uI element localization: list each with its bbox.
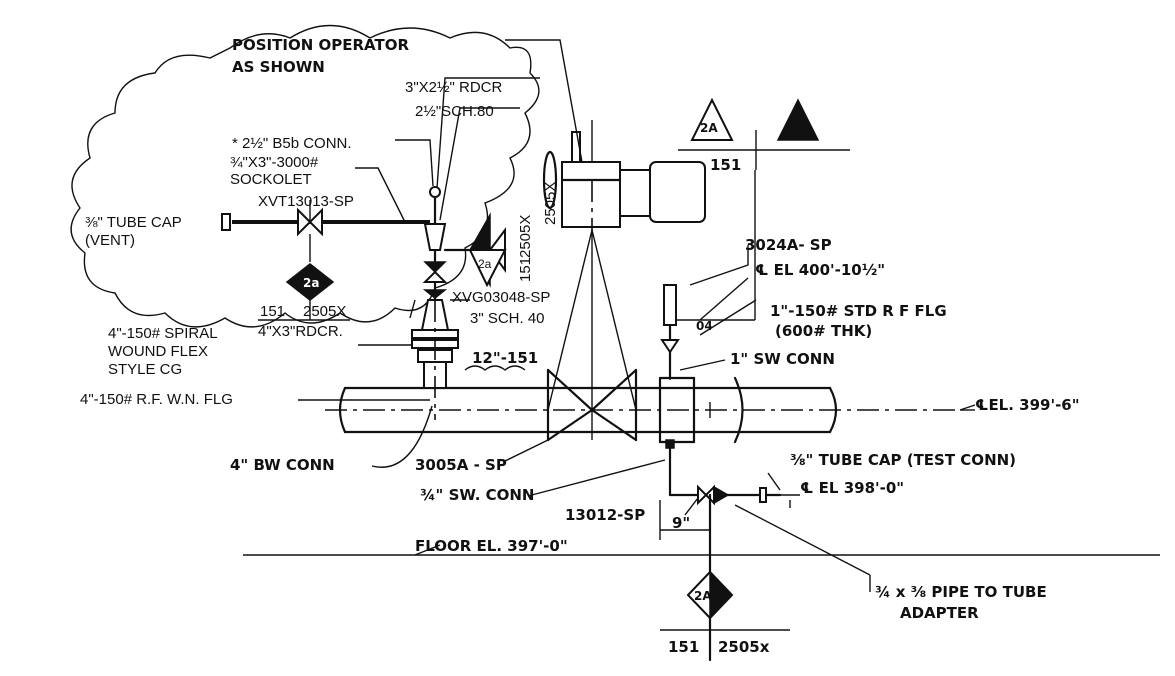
label-1-sw-conn: 1" SW CONN (730, 350, 835, 368)
label-ref-151-top: 151 (710, 156, 741, 174)
label-bw-conn: 4" BW CONN (230, 456, 335, 474)
label-sw-conn: ¾" SW. CONN (420, 486, 534, 504)
vent-line (221, 200, 430, 262)
label-rfwn-flg: 4"-150# R.F. W.N. FLG (80, 391, 233, 408)
label-xvt: XVT13013-SP (258, 193, 354, 210)
label-xvg: XVG03048-SP (452, 289, 550, 306)
label-tube-cap-vent-2: (VENT) (85, 232, 135, 249)
label-sch80: 2½"SCH.80 (415, 103, 494, 120)
label-ref-2505x: 2505X (303, 303, 346, 320)
flag-2A-top: 2A (669, 97, 850, 380)
label-ref-151-bottom: 151 (668, 638, 699, 656)
flag-2A-bottom: 2A (660, 570, 790, 631)
valve-operator (542, 120, 706, 230)
dim-12-151 (464, 365, 526, 371)
label-rdcr-4x3: 4"X3"RDCR. (258, 323, 343, 340)
flag-2a-text: 2a (303, 276, 319, 290)
leaders (298, 39, 976, 592)
label-spiral-2: WOUND FLEX (108, 343, 208, 360)
label-vert-2505x-b: 2505X (517, 215, 534, 258)
label-adapter-1: ¾ x ⅜ PIPE TO TUBE (875, 583, 1047, 601)
label-sch40: 3" SCH. 40 (470, 310, 545, 327)
valve-13012 (668, 484, 800, 506)
label-rf-flg-1: 1"-150# STD R F FLG (770, 302, 947, 320)
label-3005a: 3005A - SP (415, 456, 507, 474)
label-13012: 13012-SP (565, 506, 645, 524)
main-pipe (325, 386, 975, 434)
label-dim-12-151: 12"-151 (472, 349, 538, 367)
label-adapter-2: ADAPTER (900, 604, 979, 622)
label-sockolet-1: ¾"X3"-3000# (230, 154, 319, 171)
label-el-399: ℄EL. 399'-6" (975, 396, 1080, 414)
label-b5b-conn: * 2½" B5b CONN. (232, 135, 352, 152)
label-04: 04 (696, 319, 713, 333)
label-ref-2505x-bottom: 2505x (718, 638, 770, 656)
label-vert-151: 151 (517, 257, 534, 282)
labels: POSITION OPERATOR AS SHOWN 3"X2½" RDCR 2… (80, 36, 1080, 656)
label-spiral-3: STYLE CG (108, 361, 182, 378)
flag-2a-left: 2a (258, 263, 350, 321)
label-sockolet-2: SOCKOLET (230, 171, 312, 188)
label-rf-flg-2: (600# THK) (775, 322, 872, 340)
label-vert-2505x: 2505X (542, 182, 559, 225)
label-position-operator-2: AS SHOWN (232, 58, 325, 76)
label-tube-cap-vent-1: ⅜" TUBE CAP (85, 214, 182, 231)
label-tube-cap-test: ⅜" TUBE CAP (TEST CONN) (790, 451, 1016, 469)
label-dim-9: 9" (672, 514, 690, 532)
label-el-398: ℄ EL 398'-0" (800, 479, 904, 497)
flag-2A-top-text: 2A (700, 121, 718, 135)
label-floor-el: FLOOR EL. 397'-0" (415, 537, 568, 555)
label-rdcr-3x2-5: 3"X2½" RDCR (405, 79, 503, 96)
riser-3024a (660, 284, 680, 497)
label-spiral-1: 4"-150# SPIRAL (108, 325, 218, 342)
flanged-spool (658, 376, 744, 444)
flag-2a-mid: 2a (468, 212, 507, 288)
revision-cloud (70, 24, 540, 328)
label-el-400: ℄ EL 400'-10½" (755, 261, 885, 279)
flag-2A-bottom-text: 2A (694, 589, 712, 603)
label-3024a: 3024A- SP (745, 236, 832, 254)
upper-branch (411, 186, 472, 420)
label-position-operator-1: POSITION OPERATOR (232, 36, 409, 54)
label-ref-151: 151 (260, 303, 285, 320)
valve-3005a (546, 229, 638, 442)
flag-2a-mid-text: 2a (478, 257, 492, 271)
